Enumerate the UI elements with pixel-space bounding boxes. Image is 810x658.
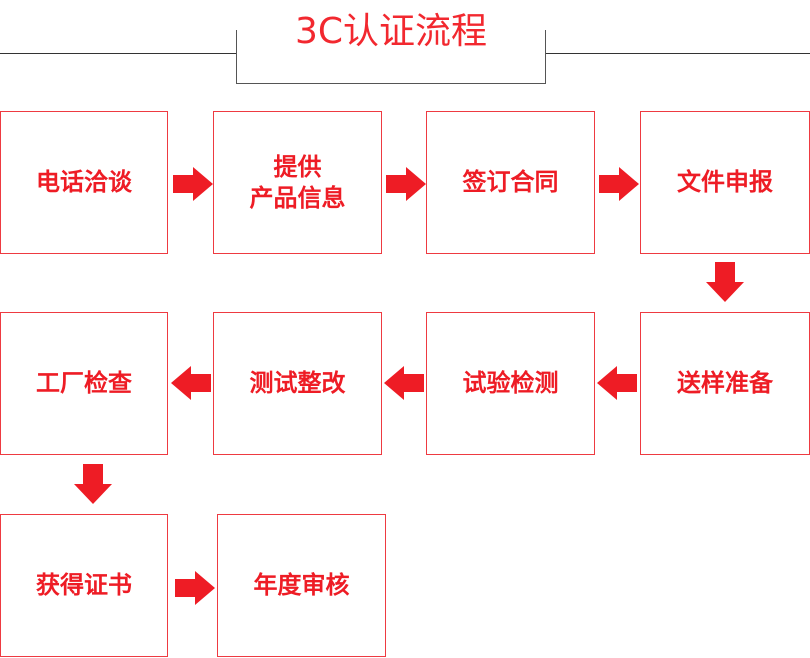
- arrow-right-icon: [175, 571, 215, 605]
- step-box-2: 提供 产品信息: [213, 111, 382, 254]
- step-box-6: 试验检测: [426, 312, 595, 455]
- arrow-left-icon: [597, 366, 637, 400]
- step-label-4: 文件申报: [677, 168, 773, 196]
- step-box-8: 工厂检查: [0, 312, 168, 455]
- arrow-right-icon: [386, 167, 426, 201]
- arrow-down-icon: [74, 464, 112, 504]
- step-box-3: 签订合同: [426, 111, 595, 254]
- step-box-10: 年度审核: [217, 514, 386, 657]
- arrow-left-icon: [171, 366, 211, 400]
- step-box-4: 文件申报: [640, 111, 810, 254]
- step-label-9: 获得证书: [36, 571, 132, 599]
- step-box-9: 获得证书: [0, 514, 168, 657]
- arrow-left-icon: [384, 366, 424, 400]
- step-label-10: 年度审核: [253, 571, 350, 599]
- step-label-5: 送样准备: [677, 369, 773, 397]
- title-container: 3C认证流程: [236, 10, 546, 54]
- step-box-1: 电话洽谈: [0, 111, 168, 254]
- step-label-3: 签订合同: [462, 168, 559, 196]
- header-line-left: [0, 53, 236, 54]
- step-label-1: 电话洽谈: [36, 168, 132, 196]
- step-label-7: 测试整改: [249, 369, 346, 397]
- arrow-right-icon: [173, 167, 213, 201]
- step-box-7: 测试整改: [213, 312, 382, 455]
- title-frame: [236, 30, 546, 84]
- step-label-6: 试验检测: [462, 369, 559, 397]
- arrow-right-icon: [599, 167, 639, 201]
- step-label-2: 提供 产品信息: [249, 152, 346, 212]
- arrow-down-icon: [706, 262, 744, 302]
- step-box-5: 送样准备: [640, 312, 810, 455]
- step-label-8: 工厂检查: [36, 369, 132, 397]
- header-line-right: [546, 53, 810, 54]
- page-title: 3C认证流程: [282, 10, 500, 54]
